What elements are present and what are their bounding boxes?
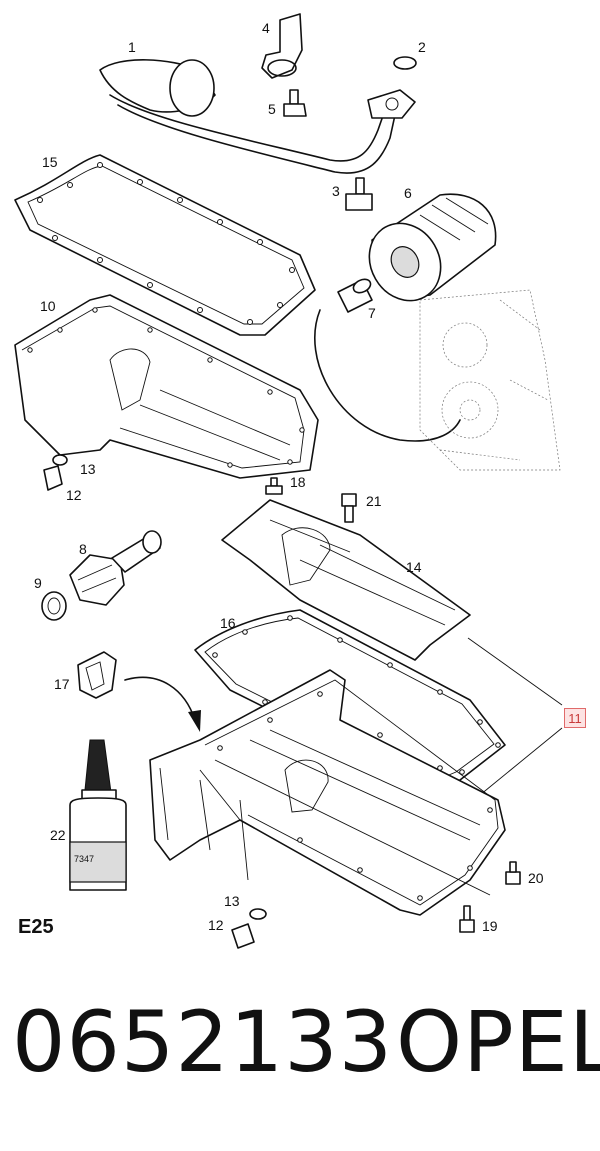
part-number: 0652133 bbox=[12, 993, 394, 1091]
callout-20: 20 bbox=[528, 870, 544, 886]
callout-12-upper: 12 bbox=[66, 487, 82, 503]
oil-baffle-plate bbox=[221, 499, 471, 661]
engine-block-detail bbox=[314, 289, 561, 471]
install-arrow bbox=[124, 676, 196, 721]
callout-4: 4 bbox=[262, 20, 270, 36]
pan-bolt-19 bbox=[459, 905, 475, 933]
retaining-clip bbox=[77, 651, 117, 699]
filter-nipple bbox=[337, 278, 373, 313]
callout-6: 6 bbox=[404, 185, 412, 201]
oil-pressure-switch bbox=[69, 530, 162, 606]
callout-15: 15 bbox=[42, 154, 58, 170]
sealant-bottle: 7347 bbox=[69, 739, 127, 891]
exploded-parts-diagram: 7347 1 2 3 4 5 6 7 8 9 10 12 13 1 bbox=[14, 13, 563, 949]
upper-oil-pan bbox=[14, 294, 319, 479]
callout-19: 19 bbox=[482, 918, 498, 934]
callout-13-upper: 13 bbox=[80, 461, 96, 477]
callout-7: 7 bbox=[368, 305, 376, 321]
baffle-bolt-21 bbox=[341, 493, 357, 523]
drain-plug-upper bbox=[43, 454, 68, 491]
callout-5: 5 bbox=[268, 101, 276, 117]
callout-12-lower: 12 bbox=[208, 917, 224, 933]
baffle-bolt-18 bbox=[265, 477, 283, 495]
callout-13-lower: 13 bbox=[224, 893, 240, 909]
pan-bolt-20 bbox=[505, 861, 521, 885]
oil-pickup-pipe bbox=[99, 59, 416, 174]
ref-11-leaders bbox=[467, 637, 563, 796]
callout-14: 14 bbox=[406, 559, 422, 575]
callout-21: 21 bbox=[366, 493, 382, 509]
oil-filter bbox=[368, 193, 497, 302]
highlighted-reference-11[interactable]: 11 bbox=[564, 708, 586, 728]
lower-oil-pan bbox=[149, 669, 506, 916]
pipe-bracket bbox=[261, 13, 303, 79]
oil-pan-gasket-upper bbox=[14, 154, 316, 336]
callout-1: 1 bbox=[128, 39, 136, 55]
sealing-washer bbox=[41, 591, 67, 621]
callout-10: 10 bbox=[40, 298, 56, 314]
callout-9: 9 bbox=[34, 575, 42, 591]
callout-17: 17 bbox=[54, 676, 70, 692]
callout-16: 16 bbox=[220, 615, 236, 631]
callout-3: 3 bbox=[332, 183, 340, 199]
sealant-code: 7347 bbox=[74, 854, 94, 864]
bracket-bolt bbox=[283, 89, 307, 117]
callout-2: 2 bbox=[418, 39, 426, 55]
oil-pan-gasket-lower bbox=[194, 609, 506, 791]
engine-variant-label: E25 bbox=[18, 916, 54, 938]
install-arrow-head bbox=[188, 710, 201, 732]
callout-18: 18 bbox=[290, 474, 306, 490]
drain-plug-lower bbox=[231, 908, 267, 949]
seal-ring bbox=[393, 56, 417, 70]
filter-adapter-bolt bbox=[345, 177, 373, 211]
callout-22: 22 bbox=[50, 827, 66, 843]
brand-name: OPEL bbox=[396, 993, 600, 1091]
callout-8: 8 bbox=[79, 541, 87, 557]
